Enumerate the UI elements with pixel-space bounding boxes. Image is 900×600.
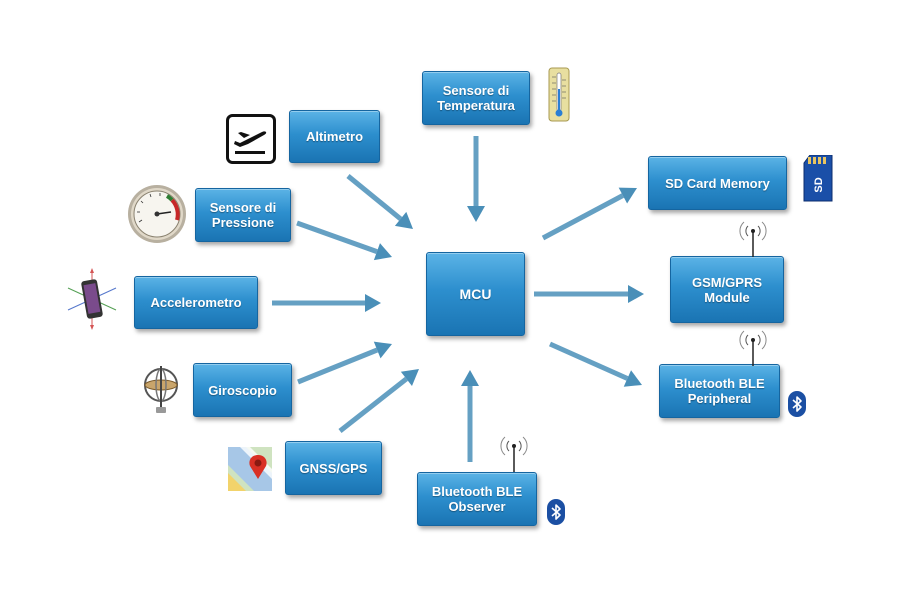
bluetooth-icon [547, 499, 565, 525]
arrowhead-altimetro-to-mcu [394, 211, 413, 229]
giroscopio-box: Giroscopio [193, 363, 292, 417]
arrowhead-accelerometro-to-mcu [365, 294, 381, 312]
arrow-altimetro-to-mcu [346, 174, 403, 221]
arrowhead-ble_observer-to-mcu [461, 370, 479, 386]
thermometer-icon [548, 67, 570, 122]
smartphone-axes-icon [67, 268, 117, 330]
sd-card-icon: SD [803, 155, 833, 202]
arrowhead-pressione-to-mcu [373, 243, 392, 261]
bluetooth-icon [788, 391, 806, 417]
svg-text:SD: SD [813, 177, 825, 192]
sd-card-box: SD Card Memory [648, 156, 787, 210]
arrow-giroscopio-to-mcu [297, 347, 379, 385]
arrowhead-mcu-to-ble_peripheral [623, 370, 642, 387]
ble-peripheral-box: Bluetooth BLE Peripheral [659, 364, 780, 418]
arrow-gnss-to-mcu [338, 376, 408, 433]
accelerometro-box: Accelerometro [134, 276, 258, 329]
antenna-signal-icon [500, 436, 528, 472]
temperatura-box: Sensore di Temperatura [422, 71, 530, 125]
arrow-mcu-to-ble_peripheral [548, 341, 629, 381]
antenna-signal-icon [739, 221, 767, 257]
gyroscope-icon [144, 366, 178, 413]
antenna-signal-icon [739, 330, 767, 366]
altimetro-box: Altimetro [289, 110, 380, 163]
arrowhead-temperatura-to-mcu [467, 206, 485, 222]
ble-observer-box: Bluetooth BLE Observer [417, 472, 537, 526]
arrow-pressione-to-mcu [296, 220, 378, 254]
gsm-box: GSM/GPRS Module [670, 256, 784, 323]
arrowhead-mcu-to-gsm [628, 285, 644, 303]
gnss-box: GNSS/GPS [285, 441, 382, 495]
map-pin-icon [228, 447, 272, 491]
arrowhead-gnss-to-mcu [400, 369, 419, 386]
airplane-takeoff-icon [226, 114, 276, 164]
arrowhead-mcu-to-sd_card [618, 187, 637, 204]
mcu-box: MCU [426, 252, 525, 336]
arrowhead-giroscopio-to-mcu [373, 341, 392, 359]
pressure-gauge-icon [128, 185, 186, 243]
arrow-mcu-to-sd_card [541, 193, 625, 241]
pressione-box: Sensore di Pressione [195, 188, 291, 242]
